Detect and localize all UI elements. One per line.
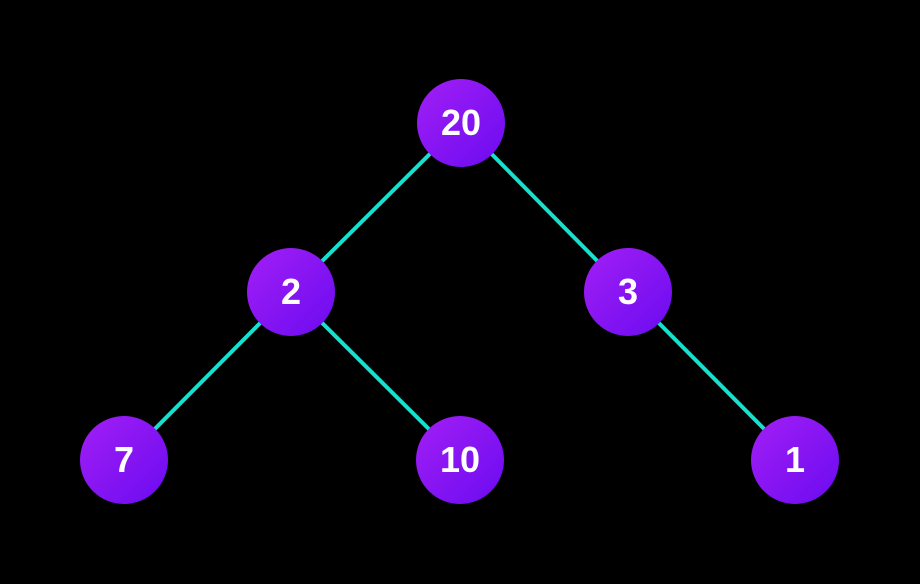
tree-node-label: 3 [617, 271, 639, 312]
tree-node-1[interactable]: 1 [751, 416, 839, 504]
tree-node-20[interactable]: 20 [417, 79, 505, 167]
tree-node-label: 20 [440, 102, 482, 143]
tree-node-label: 7 [113, 439, 135, 480]
tree-node-10[interactable]: 10 [416, 416, 504, 504]
tree-node-3[interactable]: 3 [584, 248, 672, 336]
tree-node-7[interactable]: 7 [80, 416, 168, 504]
tree-node-label: 1 [784, 439, 806, 480]
tree-node-label: 10 [439, 439, 481, 480]
tree-node-2[interactable]: 2 [247, 248, 335, 336]
tree-node-label: 2 [280, 271, 302, 312]
